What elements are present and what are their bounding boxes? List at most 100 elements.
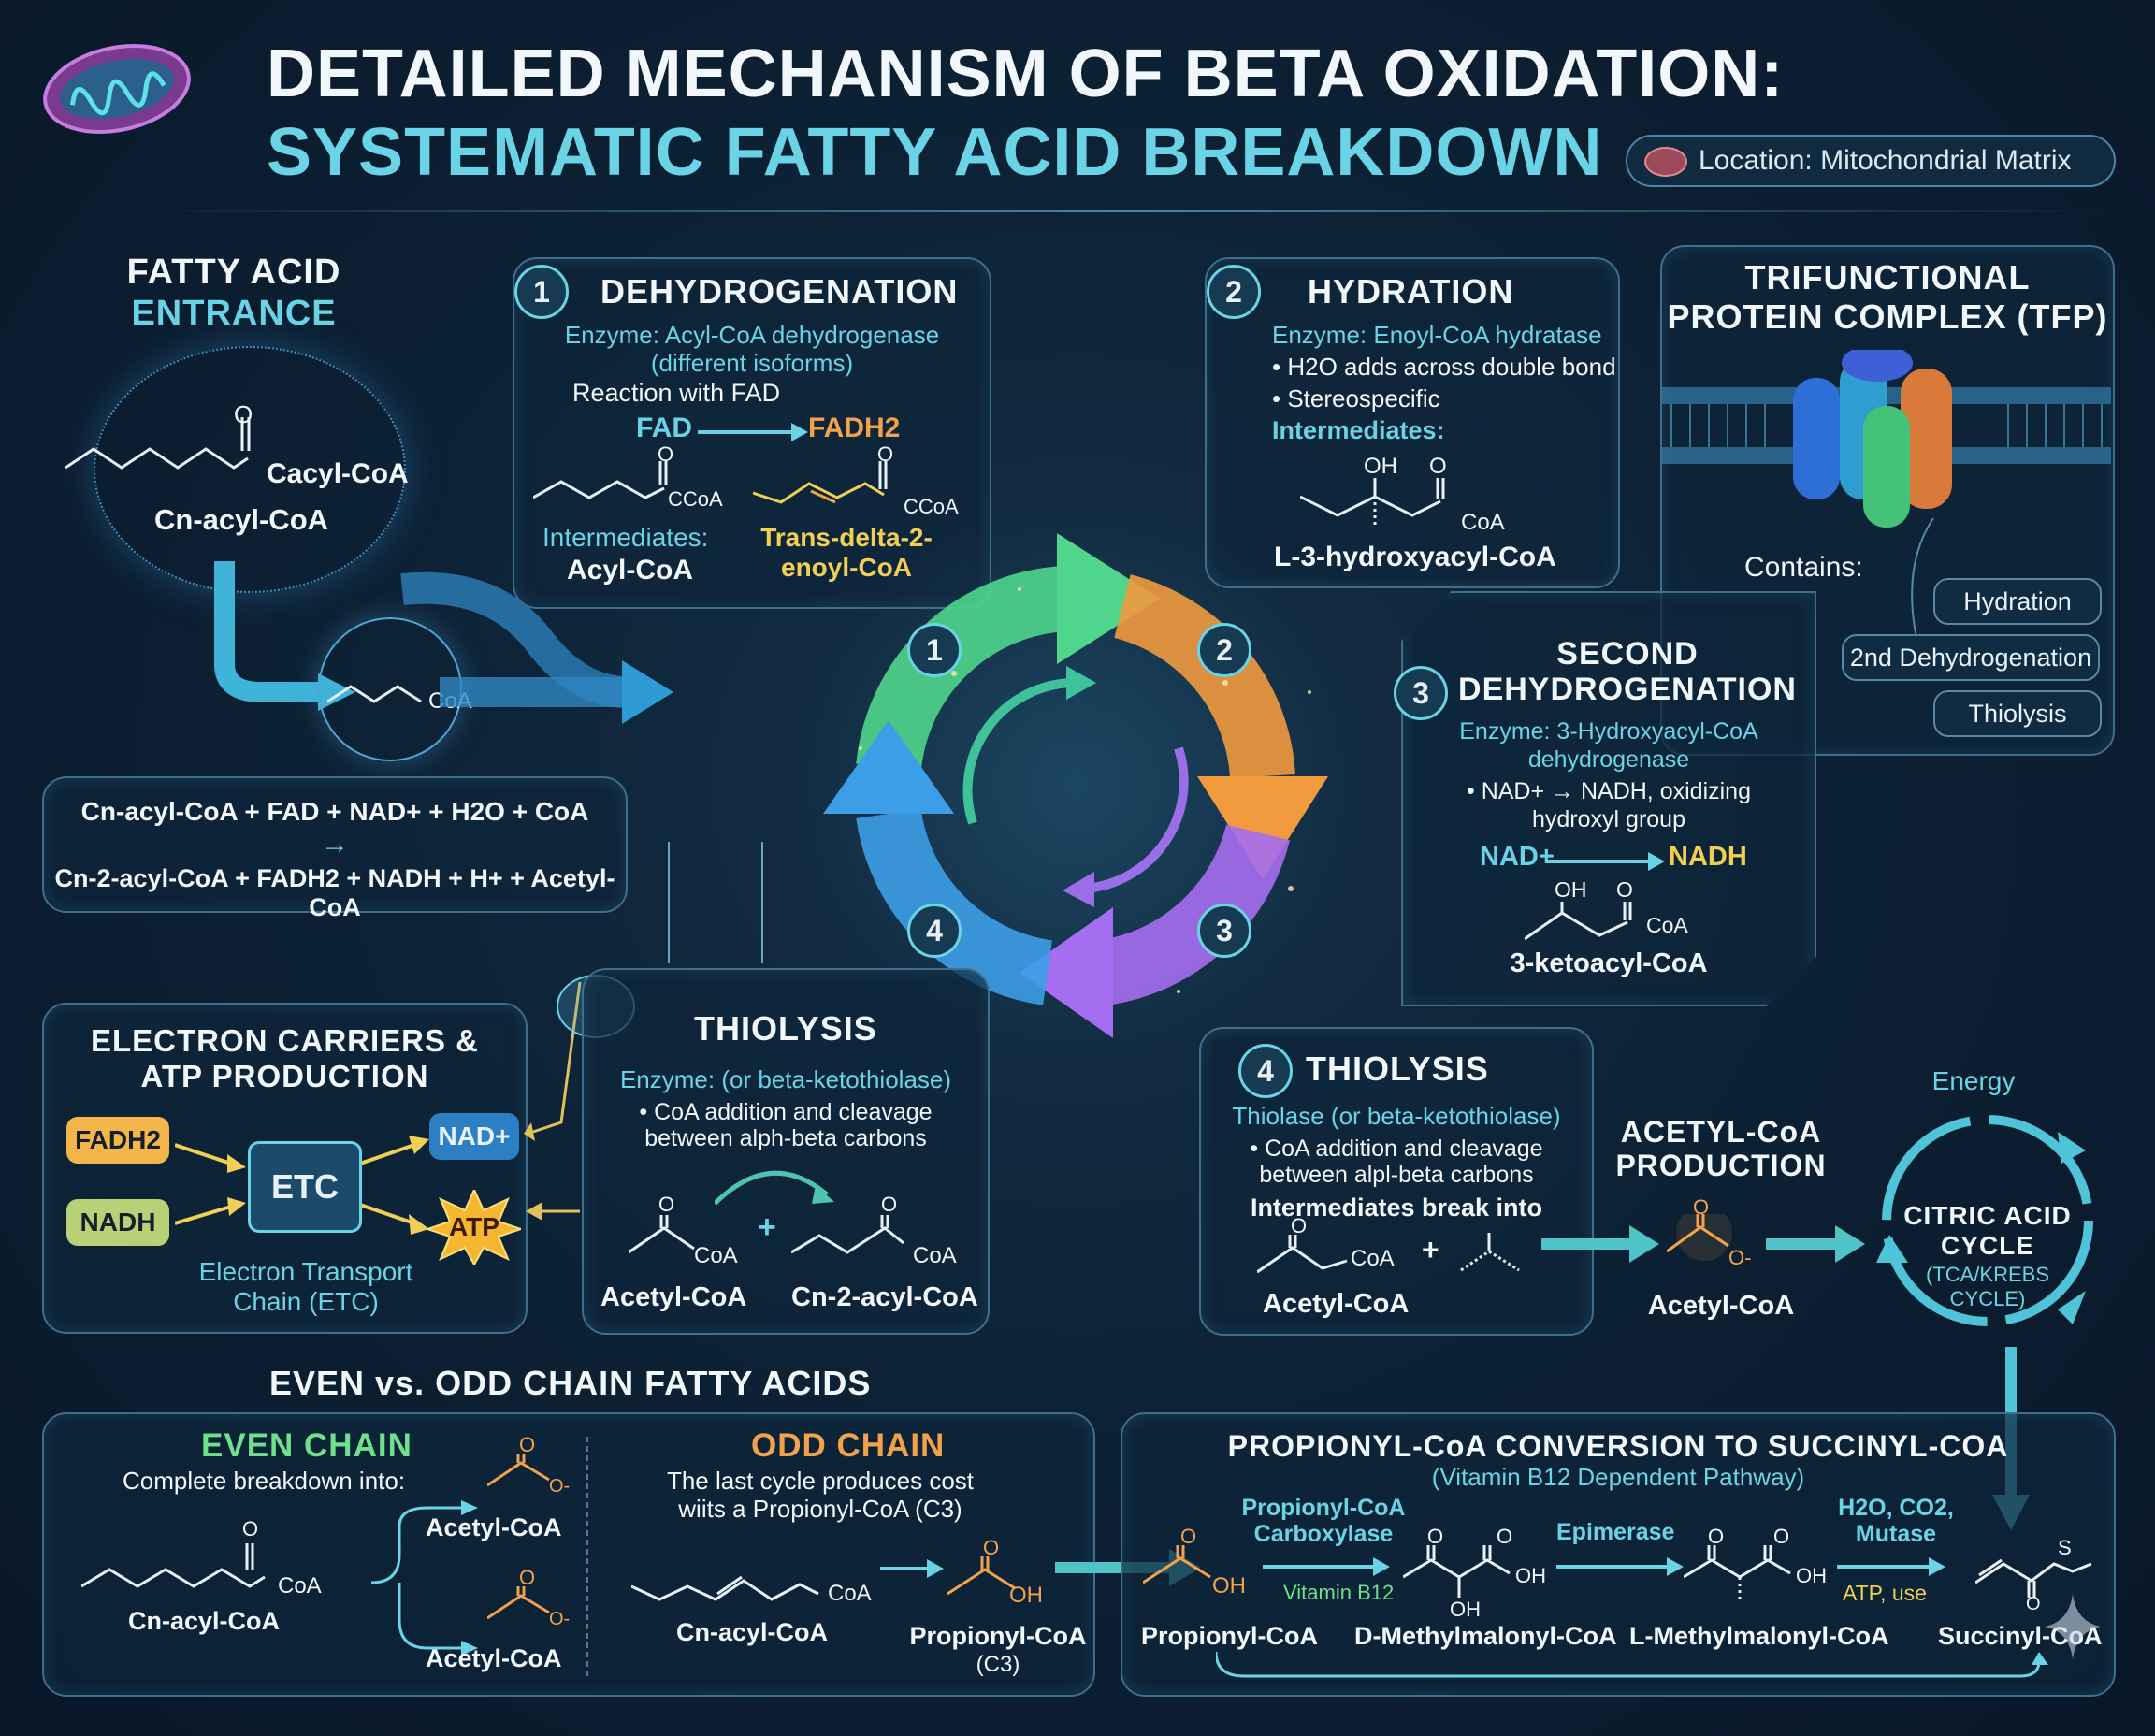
entrance-molecule: Cn-acyl-CoA (154, 503, 329, 536)
mitochondria-mini-icon (1644, 147, 1687, 177)
even-o-bottom: O (519, 1566, 536, 1589)
cycle-label-4: 4 (907, 904, 962, 958)
tfp-item-2nd-dehydrogenation: 2nd Dehydrogenation (1842, 634, 2100, 681)
cycle-label-3: 3 (1197, 904, 1251, 958)
step4-bullet-2: between alpl-beta carbons (1259, 1162, 1534, 1188)
nadh-chip: NADH (66, 1199, 169, 1246)
cycle-label-2: 2 (1197, 623, 1251, 677)
tfp-contains: Contains: (1744, 552, 1863, 583)
atp-burst-icon (424, 1187, 525, 1267)
energy-label: Energy (1931, 1066, 2016, 1095)
odd-product-sub: (C3) (976, 1652, 1020, 1677)
even-coa: CoA (278, 1573, 322, 1599)
step4-bullet-1: • CoA addition and cleavage (1250, 1136, 1543, 1162)
propionyl-title: PROPIONYL-CoA CONVERSION TO SUCCINYL-COA (1227, 1429, 2009, 1463)
tca-cycle-ring (1876, 1115, 2093, 1326)
mitochondrion-icon (37, 37, 196, 140)
dmm-oh-1: OH (1515, 1564, 1546, 1587)
inner-arrow-1 (962, 677, 1077, 825)
acetyl-title-1: ACETYL-CoA (1620, 1115, 1822, 1149)
step3-bullet-2: hydroxyl group (1532, 806, 1685, 832)
thiolysis-mid-enzyme: Enzyme: (or beta-ketothiolase) (619, 1065, 952, 1093)
step1-o2: O (877, 442, 894, 466)
carboxylase-arrow (1263, 1557, 1390, 1576)
odd-product: Propionyl-CoA (909, 1622, 1087, 1650)
even-chain-structure (81, 1543, 266, 1588)
odd-molecule: Cn-acyl-CoA (676, 1618, 829, 1646)
step3-enzyme-1: Enzyme: 3-Hydroxyacyl-CoA (1459, 718, 1758, 745)
electron-title-1: ELECTRON CARRIERS & (90, 1023, 480, 1058)
acetyl-product: Acetyl-CoA (1647, 1291, 1795, 1321)
step3-enzyme-2: dehydrogenase (1527, 746, 1690, 773)
odd-oh: OH (1009, 1583, 1043, 1608)
propionyl-structure (1143, 1545, 1211, 1584)
cycle-arrowhead-2 (1197, 776, 1328, 879)
propionyl-subtitle: (Vitamin B12 Dependent Pathway) (1431, 1463, 1805, 1491)
step3-bullet-1: • NAD+ → NADH, oxidizing (1467, 778, 1751, 804)
thiolysis-mid-o2: O (881, 1193, 898, 1216)
dmm-oh-2: OH (1450, 1598, 1481, 1621)
step2-product: L-3-hydroxyacyl-CoA (1274, 542, 1556, 572)
propionyl-panel: PROPIONYL-CoA CONVERSION TO SUCCINYL-COA… (1121, 1412, 2116, 1697)
step4-panel: 4 THIOLYSIS Thiolase (or beta-ketothiola… (1199, 1027, 1594, 1336)
even-ominus-1: O- (549, 1476, 571, 1497)
mutase-label-1: H2O, CO2, (1838, 1495, 1954, 1521)
step4-product: Acetyl-CoA (1263, 1289, 1410, 1319)
even-o-top: O (519, 1433, 536, 1456)
step3-o: O (1616, 877, 1633, 902)
step3-title-1: SECOND (1556, 636, 1699, 672)
electron-title-2: ATP PRODUCTION (140, 1059, 429, 1093)
step1-enzyme: Enzyme: Acyl-CoA dehydrogenase (564, 321, 940, 349)
etc-box: ETC (248, 1141, 362, 1233)
step3-coa: CoA (1646, 913, 1688, 937)
odd-o: O (983, 1536, 1000, 1559)
step3-badge: 3 (1394, 666, 1448, 720)
step1-reaction: Reaction with FAD (572, 379, 781, 407)
even-odd-divider (586, 1437, 588, 1676)
entrance-flow-arrow (440, 660, 673, 724)
tca-line-1: CITRIC ACID (1903, 1201, 2072, 1230)
mutase-arrow (1837, 1557, 1945, 1576)
tfp-item-2nd-dehydrogenation-label: 2nd Dehydrogenation (1849, 644, 2092, 672)
step4-title: THIOLYSIS (1306, 1049, 1489, 1088)
l-methylmalonyl-structure (1684, 1545, 1791, 1599)
acetyl-o: O (1693, 1195, 1710, 1219)
step1-enzyme-isoforms: (different isoforms) (650, 349, 854, 377)
even-acetyl-structure-1 (487, 1454, 550, 1487)
step4-badge: 4 (1238, 1044, 1293, 1098)
inner-arrowhead-2 (1063, 872, 1094, 907)
entrance-heading-1: FATTY ACID (126, 253, 341, 292)
atp-use-label: ATP, use (1843, 1581, 1927, 1605)
even-acetyl-structure-2 (487, 1586, 550, 1620)
even-product-2: Acetyl-CoA (426, 1644, 562, 1672)
even-desc: Complete breakdown into: (123, 1467, 406, 1495)
step2-o: O (1429, 454, 1447, 479)
cn2-acyl-structure-mid (791, 1215, 904, 1254)
d-methylmalonyl-structure (1403, 1545, 1511, 1598)
tca-sub-1: (TCA/KREBS (1925, 1263, 2050, 1286)
step4-enzyme: Thiolase (or beta-ketothiolase) (1232, 1102, 1561, 1130)
etc-label: ETC (271, 1167, 339, 1206)
atp-label: ATP (449, 1212, 499, 1241)
step4-acetyl-structure (1257, 1235, 1348, 1274)
mutase-label-2: Mutase (1855, 1521, 1937, 1547)
propionyl-compound-1: Propionyl-CoA (1141, 1622, 1318, 1650)
even-odd-heading: EVEN vs. ODD CHAIN FATTY ACIDS (269, 1364, 872, 1402)
lmm-o-2: O (1773, 1525, 1790, 1548)
tfp-title-2: PROTEIN COMPLEX (TFP) (1667, 297, 2108, 336)
step1-o1: O (658, 442, 674, 466)
etc-caption-2: Chain (ETC) (233, 1287, 379, 1316)
inner-arrowhead-1 (1066, 666, 1096, 700)
cycle-arrowhead-1 (1057, 533, 1160, 664)
step2-coa: CoA (1461, 510, 1505, 535)
tca-line-2: CYCLE (1941, 1231, 2034, 1260)
step2-bullet-2: • Stereospecific (1272, 384, 1440, 412)
step2-title: HYDRATION (1308, 272, 1514, 311)
tfp-item-thiolysis: Thiolysis (1933, 690, 2102, 737)
step2-intermediates-label: Intermediates: (1272, 416, 1445, 444)
vitamin-b12-label: Vitamin B12 (1283, 1581, 1395, 1604)
odd-arrow (880, 1559, 944, 1578)
step4-o: O (1291, 1214, 1308, 1237)
dmm-o-1: O (1427, 1525, 1444, 1548)
thiolysis-mid-o1: O (658, 1193, 675, 1216)
